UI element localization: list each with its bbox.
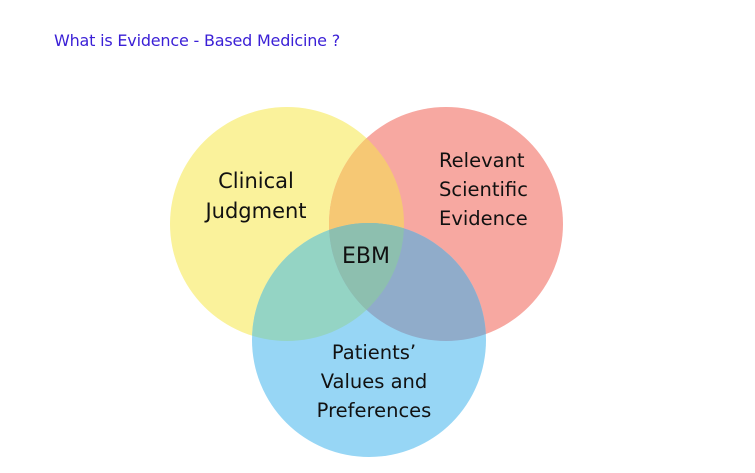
ebm-label: EBM bbox=[342, 244, 390, 269]
scientific-evidence-label: Relevant Scientific Evidence bbox=[439, 146, 528, 233]
label-line: Scientific bbox=[439, 178, 528, 201]
label-line: Preferences bbox=[316, 399, 432, 422]
label-line: Values and bbox=[320, 370, 428, 393]
patient-values-label: Patients’ Values and Preferences bbox=[313, 338, 435, 425]
label-line: Judgment bbox=[205, 199, 307, 223]
label-line: Patients’ bbox=[331, 341, 417, 364]
clinical-judgment-label: Clinical Judgment bbox=[196, 166, 316, 226]
label-line: Relevant bbox=[439, 149, 525, 172]
label-line: Clinical bbox=[218, 169, 294, 193]
label-line: Evidence bbox=[439, 207, 528, 230]
diagram-title: What is Evidence - Based Medicine ? bbox=[54, 31, 341, 50]
